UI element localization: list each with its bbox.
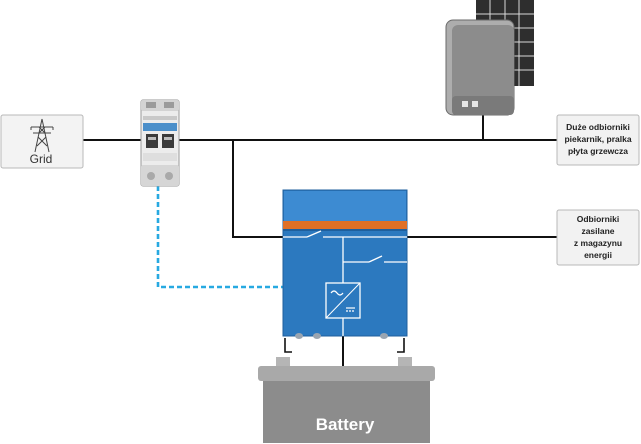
pv-inverter-indicator bbox=[462, 101, 468, 107]
heavy-loads-line-1: Duże odbiorniki bbox=[566, 122, 630, 132]
inverter-foot bbox=[295, 333, 303, 339]
transmission-tower-icon bbox=[30, 118, 54, 153]
energy-meter bbox=[140, 99, 180, 187]
inverter-internal-wiring bbox=[283, 230, 407, 336]
meter-communication-cable bbox=[156, 186, 283, 289]
output-switch bbox=[368, 255, 383, 263]
inverter-band bbox=[283, 221, 407, 229]
backup-loads-line-3: z magazynu bbox=[574, 238, 622, 248]
backup-loads-line-2: zasilane bbox=[581, 226, 614, 236]
heavy-loads-line-3: płyta grzewcza bbox=[568, 146, 628, 156]
grid-label: Grid bbox=[30, 152, 53, 166]
meter-port-right bbox=[162, 134, 174, 148]
backup-loads-line-1: Odbiorniki bbox=[577, 214, 620, 224]
battery: Battery bbox=[258, 357, 435, 443]
battery-terminal-left bbox=[276, 357, 290, 367]
battery-cable-right bbox=[397, 338, 405, 353]
battery-inverter bbox=[282, 189, 408, 339]
inverter-ac-input bbox=[232, 140, 283, 238]
battery-label: Battery bbox=[316, 415, 375, 434]
battery-lid bbox=[258, 366, 435, 381]
battery-terminal-right bbox=[398, 357, 412, 367]
battery-cable-left bbox=[284, 338, 292, 353]
meter-port-left bbox=[146, 134, 158, 148]
ac-dc-converter-icon bbox=[325, 282, 361, 319]
backup-loads-box: Odbiorniki zasilane z magazynu energii bbox=[556, 209, 640, 266]
grid-source: Grid bbox=[0, 114, 84, 169]
heavy-loads-box: Duże odbiorniki piekarnik, pralka płyta … bbox=[556, 114, 640, 166]
backup-loads-line-4: energii bbox=[584, 250, 612, 260]
pv-inverter bbox=[445, 19, 515, 116]
transfer-switch bbox=[306, 230, 322, 238]
heavy-loads-line-2: piekarnik, pralka bbox=[564, 134, 631, 144]
